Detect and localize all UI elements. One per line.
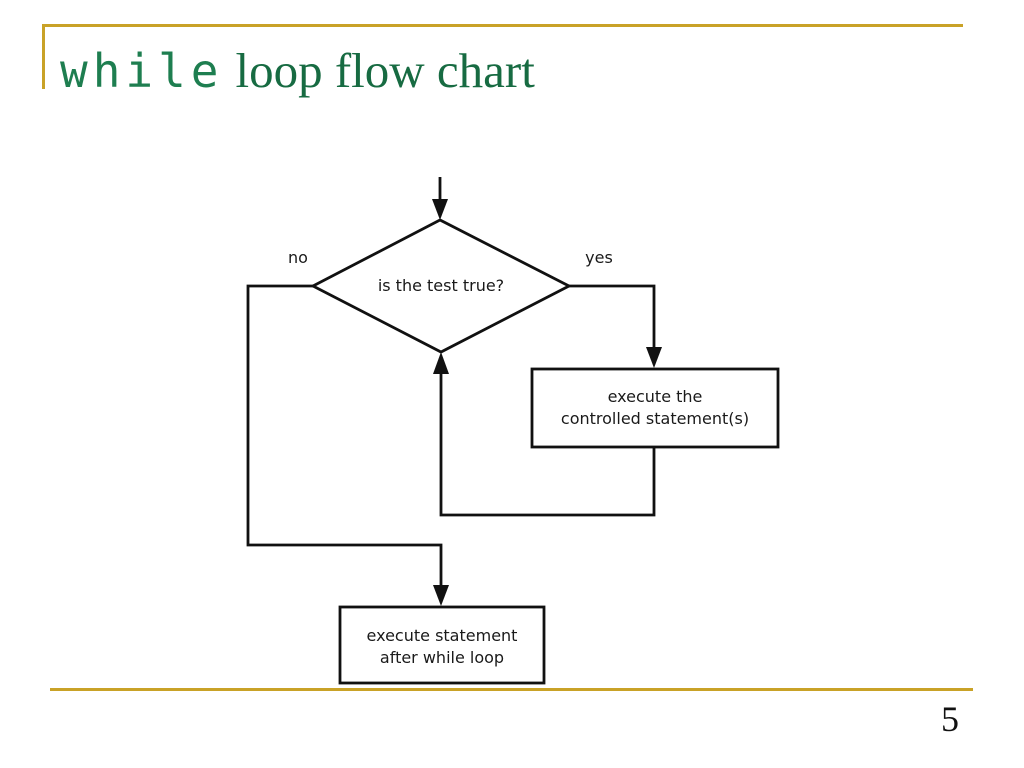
controlled-statements-line1: execute the: [608, 387, 703, 406]
after-loop-box: [338, 605, 546, 685]
controlled-statements-box: [530, 367, 780, 449]
loop-back-line: [439, 373, 656, 517]
after-loop-line2: after while loop: [380, 648, 504, 667]
yes-arrowhead-icon: [646, 347, 662, 368]
no-branch-line: [246, 284, 443, 586]
loop-back-arrowhead-icon: [433, 352, 449, 374]
decision-label: is the test true?: [378, 276, 504, 295]
yes-branch-line: [569, 284, 656, 348]
decision-diamond: [309, 218, 573, 354]
no-branch-label: no: [288, 248, 308, 267]
controlled-statements-line2: controlled statement(s): [561, 409, 749, 428]
top-accent-line: [42, 24, 963, 27]
start-arrowhead-icon: [432, 199, 448, 220]
page-number: 5: [941, 699, 959, 739]
left-accent-line: [42, 24, 45, 89]
no-arrowhead-icon: [433, 585, 449, 606]
title-code-text: while: [60, 44, 224, 98]
yes-branch-label: yes: [585, 248, 613, 267]
after-loop-line1: execute statement: [367, 626, 518, 645]
title-serif-text: loop flow chart: [235, 43, 535, 98]
bottom-accent-line: [50, 688, 973, 691]
